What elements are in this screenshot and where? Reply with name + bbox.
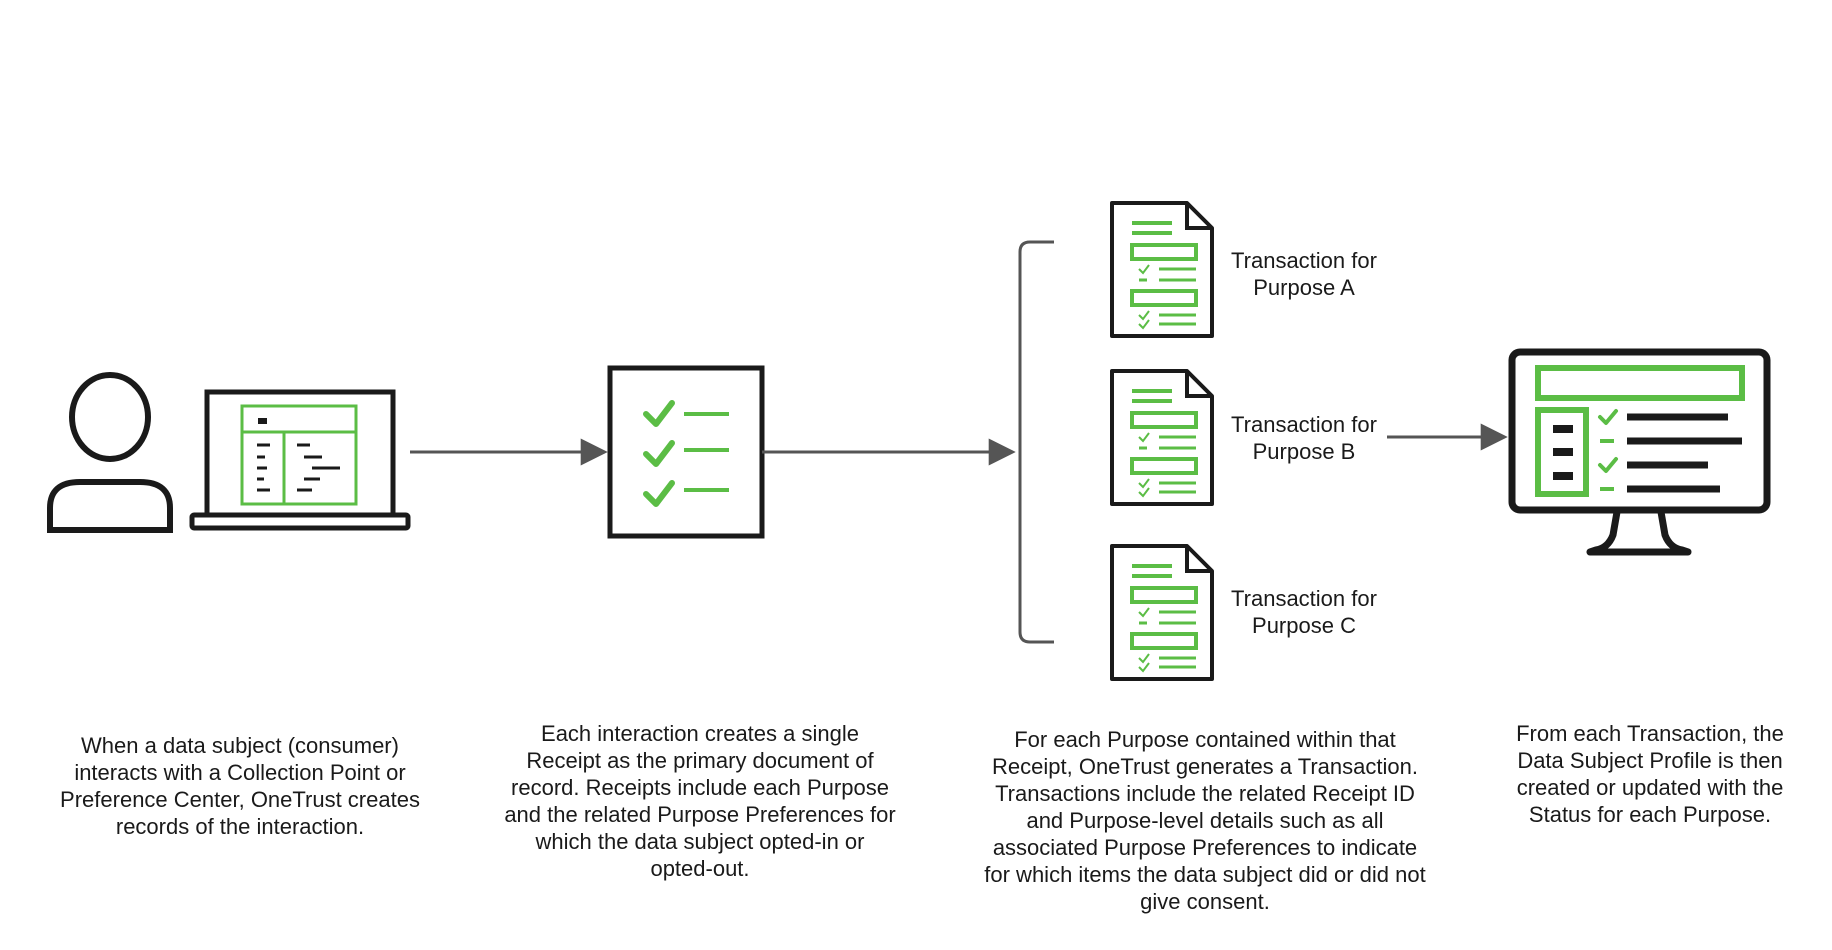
transaction-label-c: Transaction for Purpose C [1204, 585, 1404, 639]
profile-description: From each Transaction, the Data Subject … [1516, 721, 1784, 827]
receipt-checklist-icon [607, 365, 765, 539]
transactions-bracket [1018, 240, 1054, 644]
receipt-description: Each interaction creates a single Receip… [504, 721, 896, 881]
transaction-label-b: Transaction for Purpose B [1204, 411, 1404, 465]
transaction-label-line1: Transaction for [1231, 586, 1377, 611]
transaction-label-line1: Transaction for [1231, 248, 1377, 273]
document-icon [1110, 201, 1214, 338]
form-screen-icon [240, 404, 358, 506]
document-icon [1110, 369, 1214, 506]
person-icon [47, 372, 173, 533]
transaction-label-a: Transaction for Purpose A [1204, 247, 1404, 301]
monitor-profile-icon [1508, 348, 1771, 556]
transaction-label-line1: Transaction for [1231, 412, 1377, 437]
document-icon [1110, 544, 1214, 681]
laptop-icon [189, 389, 411, 531]
transactions-description: For each Purpose contained within that R… [984, 727, 1426, 914]
interaction-description: When a data subject (consumer) interacts… [60, 733, 420, 839]
transaction-label-line2: Purpose C [1252, 613, 1356, 638]
transaction-label-line2: Purpose B [1252, 439, 1356, 464]
transaction-label-line2: Purpose A [1253, 275, 1355, 300]
